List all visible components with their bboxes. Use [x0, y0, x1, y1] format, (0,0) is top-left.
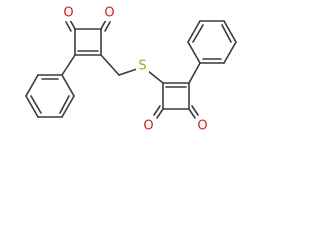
atom-oxygen-1: O: [62, 5, 75, 21]
bond-carbonyl-2-double: [104, 21, 111, 32]
bond-ring1-ch2: [100, 54, 120, 76]
bond-phenyl2-b: [187, 20, 201, 43]
bond-phenyl1-c: [25, 95, 39, 118]
chemical-structure: O O S O O: [25, 5, 237, 134]
bond-phenyl2-attach: [188, 62, 201, 84]
bond-phenyl1-e-double: [59, 95, 70, 114]
bond-phenyl2-e: [223, 41, 237, 64]
oxygen-label-3: O: [143, 119, 153, 134]
bond-phenyl1-attach: [61, 54, 76, 76]
atom-sulfur: S: [136, 58, 149, 74]
bond-carbonyl-1-double: [65, 21, 72, 32]
atom-oxygen-3: O: [142, 118, 155, 134]
bond-ch2-s: [118, 68, 138, 76]
bond-phenyl2-a: [187, 41, 201, 64]
oxygen-label-2: O: [104, 6, 114, 21]
bond-phenyl2-d: [223, 20, 237, 43]
bond-phenyl1-c-double: [30, 95, 42, 114]
bond-phenyl1-b: [25, 74, 39, 97]
bond-carbonyl-4: [188, 108, 196, 119]
bond-s-ring2: [147, 70, 164, 84]
atom-oxygen-4: O: [196, 118, 209, 134]
oxygen-label-1: O: [63, 6, 73, 21]
oxygen-label-4: O: [197, 119, 207, 134]
atom-labels: O O S O O: [62, 5, 209, 134]
bond-carbonyl-3-double: [153, 105, 161, 116]
sulfur-label: S: [138, 59, 146, 74]
bond-phenyl1-f: [61, 74, 75, 97]
bond-phenyl2-b-double: [192, 24, 204, 43]
bond-carbonyl-4-double: [191, 105, 199, 116]
bond-phenyl2-d-double: [221, 24, 232, 43]
bond-carbonyl-3: [156, 108, 164, 119]
bond-carbonyl-1: [69, 19, 76, 30]
bonds: [25, 19, 237, 119]
atom-oxygen-2: O: [103, 5, 116, 21]
bond-carbonyl-2: [100, 19, 107, 30]
bond-phenyl1-e: [61, 95, 75, 118]
